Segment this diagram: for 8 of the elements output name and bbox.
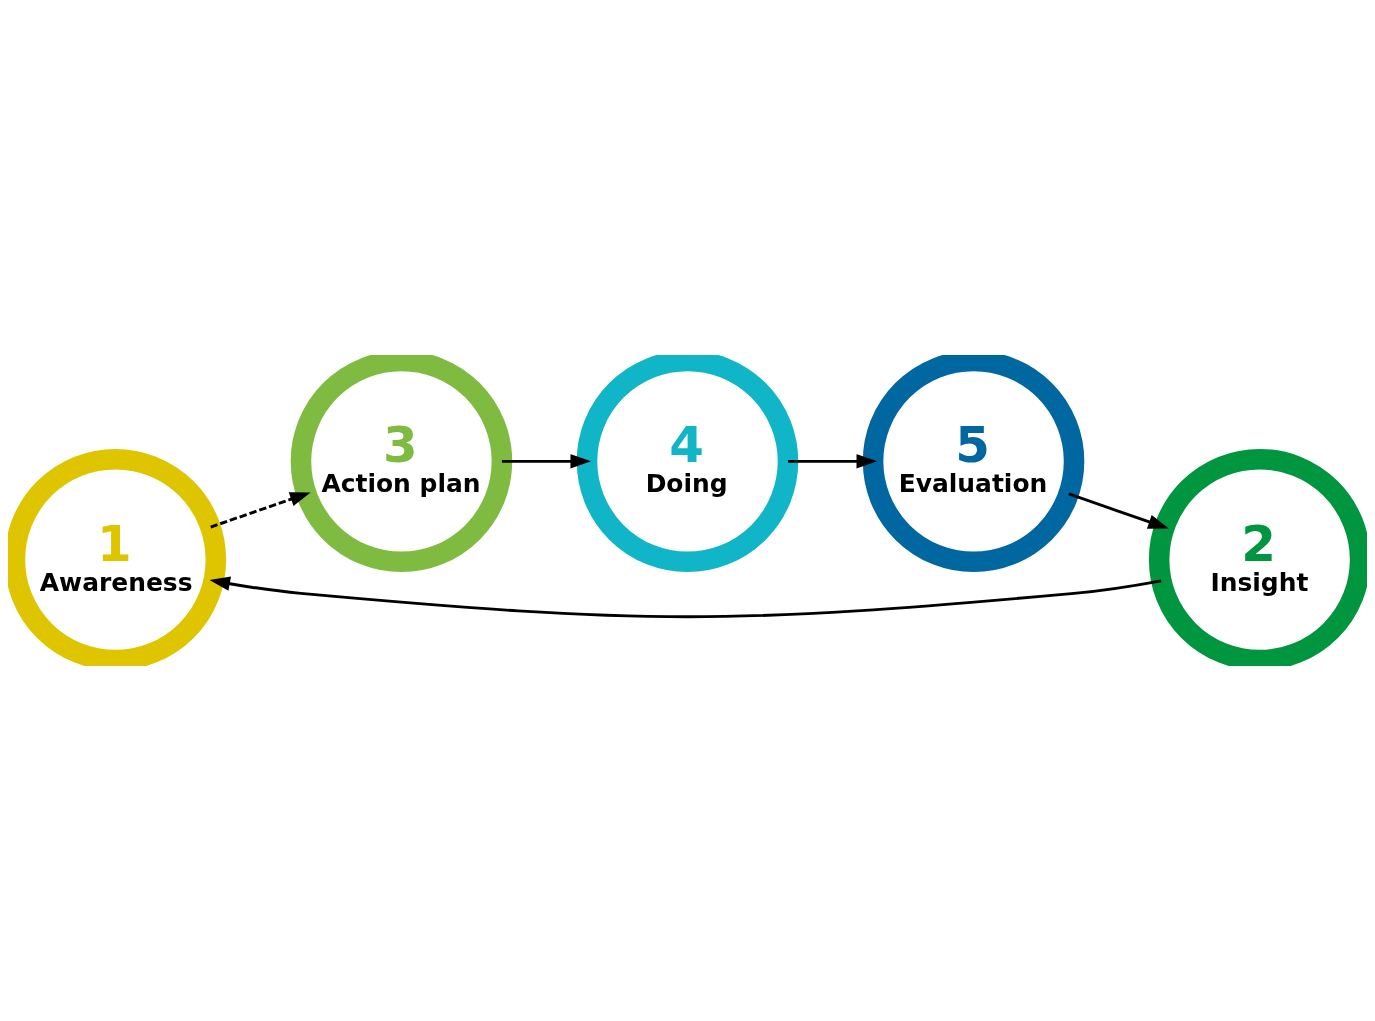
arrow (501, 454, 592, 469)
arrow (1068, 492, 1169, 529)
arrow (209, 576, 1162, 619)
arrow (788, 454, 878, 469)
node-circle: 5 Evaluation (862, 355, 1085, 573)
node-circle: 1 Awareness (8, 448, 227, 666)
node-circle: 4 Doing (576, 355, 799, 573)
arrow (210, 492, 311, 529)
